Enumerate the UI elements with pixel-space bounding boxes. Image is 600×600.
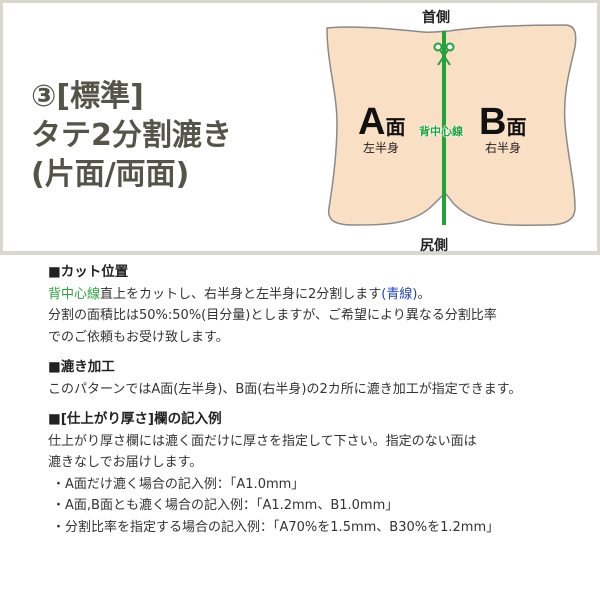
neck-side-label: 首側 bbox=[422, 10, 450, 26]
thickness-line-2: 漉きなしでお届けします。 bbox=[48, 455, 203, 470]
title-line-3: (片面/両面) bbox=[31, 157, 190, 192]
cut-position-heading: ■カット位置 bbox=[48, 264, 129, 280]
tail-side-label: 尻側 bbox=[420, 238, 448, 254]
thickness-heading: ■[仕上がり厚さ]欄の記入例 bbox=[48, 411, 222, 427]
left-half-label: 左半身 bbox=[363, 141, 400, 155]
face-a-label: A面 bbox=[358, 101, 406, 143]
title-line-2: タテ2分割漉き bbox=[31, 118, 232, 153]
face-b-label: B面 bbox=[479, 101, 527, 143]
skiving-line-1: このパターンではA面(左半身)、B面(右半身)の2カ所に漉き加工が指定できます。 bbox=[48, 381, 522, 397]
page-title: ③[標準] タテ2分割漉き (片面/両面) bbox=[31, 77, 232, 194]
cut-position-line-2: 分割の面積比は50%:50%(目分量)としますが、ご希望により異なる分割比率 bbox=[48, 308, 497, 323]
cut-position-line-1: 背中心線直上をカットし、右半身と左半身に2分割します(青線)。 bbox=[48, 286, 431, 302]
cut-position-line-3: でのご依頼もお受け致します。 bbox=[48, 329, 229, 345]
hero-panel: ③[標準] タテ2分割漉き (片面/両面) 首側 尻側 A面 左半身 B面 右半… bbox=[0, 0, 600, 255]
title-line-1: ③[標準] bbox=[31, 79, 144, 114]
example-item: ・分割比率を指定する場合の記入例：「A70%を1.5mm、B30%を1.2mm」 bbox=[52, 519, 500, 535]
description: ■カット位置 背中心線直上をカットし、右半身と左半身に2分割します(青線)。 分… bbox=[48, 262, 588, 538]
center-line-label: 背中心線 bbox=[419, 125, 463, 138]
example-item: ・A面だけ漉く場合の記入例：「A1.0mm」 bbox=[52, 476, 305, 492]
right-half-label: 右半身 bbox=[485, 141, 522, 155]
thickness-line-1: 仕上がり厚さ欄には漉く面だけに厚さを指定して下さい。指定のない面は bbox=[48, 433, 477, 449]
skiving-heading: ■漉き加工 bbox=[48, 359, 115, 375]
hide-shape-icon bbox=[326, 24, 577, 226]
scissors-icon bbox=[433, 42, 455, 66]
example-item: ・A面,B面とも漉く場合の記入例：「A1.2mm、B1.0mm」 bbox=[52, 498, 399, 513]
split-diagram: 首側 尻側 A面 左半身 B面 右半身 背中心線 bbox=[313, 3, 600, 255]
